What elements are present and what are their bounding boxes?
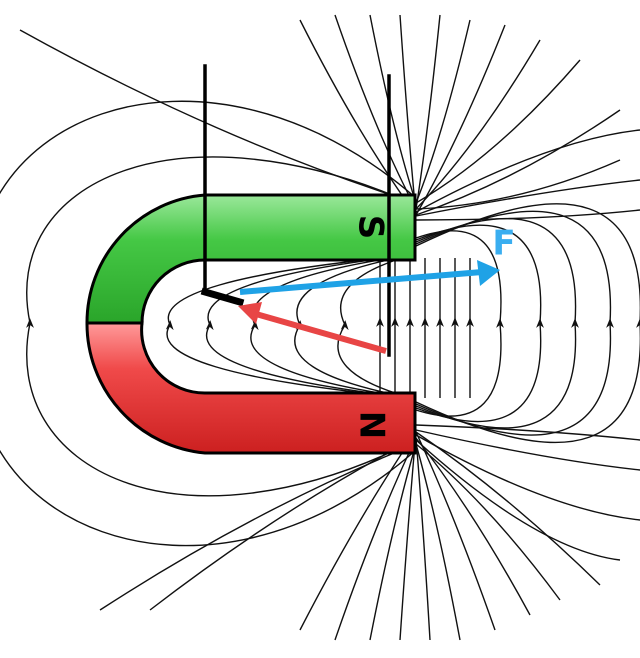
wire xyxy=(200,64,391,357)
field-line-right-out-3 xyxy=(415,439,621,561)
field-line-up-1 xyxy=(334,14,417,210)
north-pole-label: N xyxy=(352,411,392,439)
field-line-right-in-2 xyxy=(415,129,640,213)
field-line-down-9 xyxy=(415,431,601,586)
field-line-down-0 xyxy=(299,431,417,631)
field-line-down-2 xyxy=(369,443,417,641)
field-line-right-out-0 xyxy=(415,424,640,441)
wire-diagonal xyxy=(200,287,245,307)
field-line-down-3 xyxy=(399,431,417,641)
field-line-up-4 xyxy=(415,14,441,210)
south-pole-label: S xyxy=(351,215,391,240)
force-arrowhead xyxy=(477,260,500,286)
field-lines xyxy=(0,14,640,641)
field-line-down-4 xyxy=(415,437,431,641)
field-line-right-out-1 xyxy=(415,429,640,471)
field-line-right-in-0 xyxy=(415,209,640,221)
field-line-right-3 xyxy=(415,210,614,436)
south-arm xyxy=(85,193,417,325)
field-line-up-10 xyxy=(415,159,621,210)
field-line-down-11 xyxy=(99,443,417,611)
horseshoe-magnet: S N xyxy=(85,193,417,455)
field-line-outer-1 xyxy=(0,100,417,547)
field-line-down-1 xyxy=(334,437,417,641)
field-line-up-3 xyxy=(399,14,417,216)
field-line-down-5 xyxy=(415,443,461,641)
field-line-right-0 xyxy=(415,230,504,417)
field-line-up-2 xyxy=(369,14,417,204)
field-line-down-8 xyxy=(415,443,561,601)
field-line-right-4 xyxy=(415,203,640,444)
field-line-inner-4 xyxy=(165,254,413,399)
field-line-right-1 xyxy=(415,224,544,423)
force-arrow: F xyxy=(239,224,516,295)
field-line-down-6 xyxy=(415,431,496,631)
field-line-up-11 xyxy=(19,29,417,204)
field-line-down-10 xyxy=(149,437,417,611)
field-line-up-9 xyxy=(415,109,621,216)
field-line-inner-3 xyxy=(205,254,413,399)
field-line-up-0 xyxy=(299,19,417,216)
field-line-inner-2 xyxy=(250,254,413,399)
current-arrow xyxy=(238,302,387,354)
field-line-up-7 xyxy=(415,39,541,210)
north-arm xyxy=(85,321,417,455)
current-arrowhead xyxy=(238,302,262,324)
field-line-right-out-2 xyxy=(415,434,640,521)
field-line-up-6 xyxy=(415,24,506,216)
field-line-inner-0 xyxy=(337,254,413,399)
field-line-right-in-1 xyxy=(415,179,640,217)
field-line-up-8 xyxy=(415,59,581,204)
field-line-outer-0 xyxy=(26,156,417,497)
field-line-up-5 xyxy=(415,19,471,204)
force-label: F xyxy=(492,224,515,264)
